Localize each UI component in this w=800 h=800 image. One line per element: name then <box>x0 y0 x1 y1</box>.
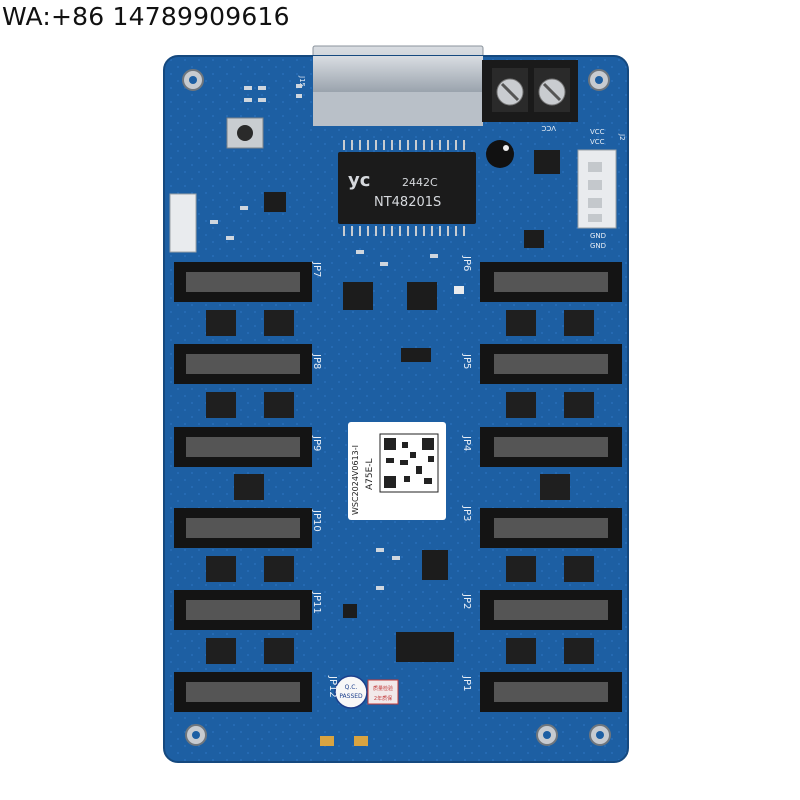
label-jp10: JP10 <box>311 509 322 532</box>
chip-brand: yc <box>348 170 370 191</box>
qr-label: A75E-L WSC2024V0613-I <box>348 422 446 520</box>
warranty-line2: 2年质保 <box>374 695 392 702</box>
label-jp9: JP9 <box>311 435 322 451</box>
label-jp5: JP5 <box>461 353 472 369</box>
label-gnd2: GND <box>590 242 606 250</box>
left-hub-connectors <box>174 262 312 712</box>
label-jp11: JP11 <box>311 591 322 614</box>
contact-watermark: WA:+86 14789909616 <box>2 2 290 31</box>
label-jp12: JP12 <box>327 675 338 698</box>
chip-line1: 2442C <box>402 176 438 189</box>
aux-header <box>169 193 197 253</box>
reset-button <box>226 117 264 149</box>
label-jp4: JP4 <box>461 435 472 451</box>
warranty-sticker: 质量检验 2年质保 <box>367 679 399 705</box>
qc-sticker: Q.C. PASSED <box>334 675 368 709</box>
power-header <box>577 149 617 229</box>
label-j2: J2 <box>618 133 626 141</box>
qr-label-serial: WSC2024V0613-I <box>351 445 360 515</box>
ethernet-transformer-chip: yc 2442C NT48201S <box>338 140 476 236</box>
buffer-chips <box>206 310 594 664</box>
small-ics <box>264 150 560 662</box>
qc-line2: PASSED <box>339 693 363 700</box>
label-jp2: JP2 <box>461 593 472 609</box>
label-vcc3: VCC <box>590 138 605 146</box>
label-vcc1: VCC <box>541 124 556 132</box>
label-j15: J15 <box>298 75 306 87</box>
qr-label-top: A75E-L <box>365 458 375 490</box>
capacitor <box>486 140 514 168</box>
label-gnd1: GND <box>590 232 606 240</box>
label-jp7: JP7 <box>311 261 322 277</box>
label-jp3: JP3 <box>461 505 472 521</box>
chip-line2: NT48201S <box>374 195 441 210</box>
qc-line1: Q.C. <box>345 684 358 691</box>
label-jp8: JP8 <box>311 353 322 369</box>
warranty-line1: 质量检验 <box>373 685 393 692</box>
label-jp1: JP1 <box>461 675 472 691</box>
smd-components <box>210 84 464 746</box>
right-hub-connectors <box>480 262 622 712</box>
power-terminal-block <box>482 60 578 122</box>
label-vcc2: VCC <box>590 128 605 136</box>
label-jp6: JP6 <box>461 255 472 271</box>
